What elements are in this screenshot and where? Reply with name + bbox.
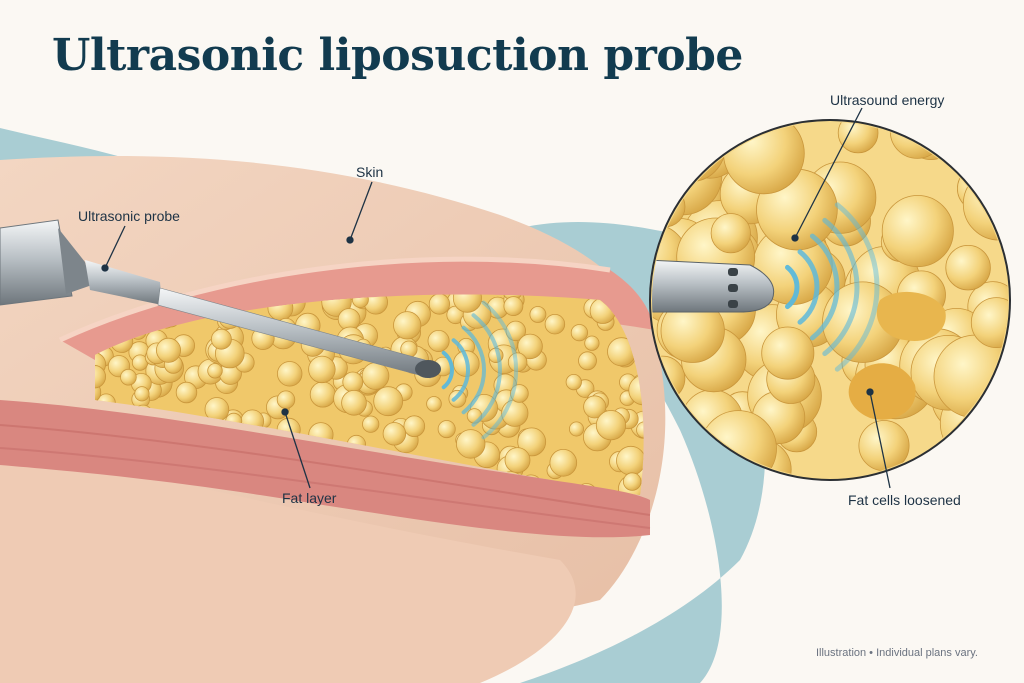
muscle-layer: [0, 400, 651, 538]
fat-cell: [510, 384, 529, 403]
zoom-fat-cell: [889, 122, 945, 159]
ultrasound-wave-arc: [461, 325, 487, 415]
fat-cell: [584, 335, 600, 351]
fat-cell: [503, 296, 524, 317]
fat-cell: [517, 427, 547, 457]
ultrasound-wave-arc: [471, 313, 502, 427]
fat-cell: [505, 320, 527, 342]
page-title: Ultrasonic liposuction probe: [52, 30, 743, 81]
ultrasonic-probe: [0, 219, 441, 379]
fat-cell: [616, 445, 644, 476]
fat-cell: [507, 352, 528, 372]
fat-cell: [210, 328, 232, 350]
label-ultrasound-energy: Ultrasound energy: [830, 92, 945, 108]
fat-cell: [277, 361, 303, 387]
fat-cell: [452, 294, 482, 313]
zoom-ultrasound-wave-arc: [785, 264, 800, 310]
fat-cell: [362, 415, 380, 433]
fat-cell: [456, 429, 486, 459]
fat-cell: [517, 333, 543, 360]
label-skin: Skin: [356, 164, 384, 180]
fat-cell: [309, 381, 336, 408]
zoom-ultrasound-wave-arc: [822, 217, 860, 357]
zoom-fat-cell: [837, 122, 879, 154]
zoom-fat-cell: [931, 122, 972, 154]
ultrasound-wave-arc: [451, 338, 471, 402]
fat-cell: [623, 472, 642, 491]
fat-cell: [308, 355, 336, 384]
ultrasound-wave-arc: [441, 350, 454, 390]
zoom-inset: [649, 119, 1011, 481]
fat-cell: [583, 395, 607, 419]
fat-cell: [382, 422, 407, 446]
zoom-ultrasound-wave-arc: [797, 249, 820, 325]
fat-cell: [321, 294, 352, 317]
fat-cell: [595, 410, 627, 441]
fat-cell: [636, 421, 644, 439]
zoom-fat-cell: [966, 122, 1008, 181]
label-fat-layer: Fat layer: [282, 490, 337, 506]
ultrasound-waves: [441, 300, 519, 440]
fat-cell: [549, 448, 578, 477]
zoom-fat-cell: [652, 186, 686, 228]
zoom-fat-cell: [945, 245, 991, 291]
fat-cell: [529, 306, 547, 323]
fat-cell: [341, 389, 367, 416]
fat-cell: [276, 390, 296, 409]
fat-cell: [504, 447, 531, 474]
fat-cell: [544, 314, 566, 335]
fat-cell: [427, 329, 450, 352]
fat-cell: [403, 415, 426, 438]
label-fat-cells-loosened: Fat cells loosened: [848, 492, 961, 508]
fat-cell: [569, 421, 585, 437]
zoom-ultrasound-wave-arc: [809, 233, 840, 341]
fat-cell: [361, 362, 390, 390]
leader-lines: [101, 107, 891, 489]
fat-cell: [578, 351, 597, 371]
zoom-fat-cell: [881, 195, 954, 268]
fat-cell: [342, 371, 364, 393]
zoom-fat-cell: [710, 213, 751, 254]
fat-cell: [134, 386, 150, 402]
fat-cell: [437, 420, 456, 439]
fat-cell: [565, 373, 582, 391]
fat-cell: [207, 363, 223, 379]
fat-cell: [175, 381, 198, 404]
loosened-fat-clumps: [652, 202, 946, 420]
zoom-fat-cell: [970, 297, 1008, 349]
fat-cell: [570, 324, 589, 342]
zoom-ultrasound-wave-arc: [834, 202, 880, 372]
zoom-fat-cell: [656, 122, 726, 182]
fat-cell: [120, 368, 137, 386]
fat-cell: [426, 396, 442, 412]
fat-cell: [373, 386, 404, 417]
fat-cell: [428, 294, 450, 315]
fat-cell: [95, 365, 107, 389]
zoom-fat-cell: [761, 326, 815, 380]
label-ultrasonic-probe: Ultrasonic probe: [78, 208, 180, 224]
footnote: Illustration • Individual plans vary.: [815, 647, 978, 659]
zoom-fat-cell: [968, 122, 1008, 194]
fat-cell: [155, 337, 181, 363]
ultrasound-wave-arc: [481, 300, 519, 440]
fat-cell: [393, 311, 422, 340]
